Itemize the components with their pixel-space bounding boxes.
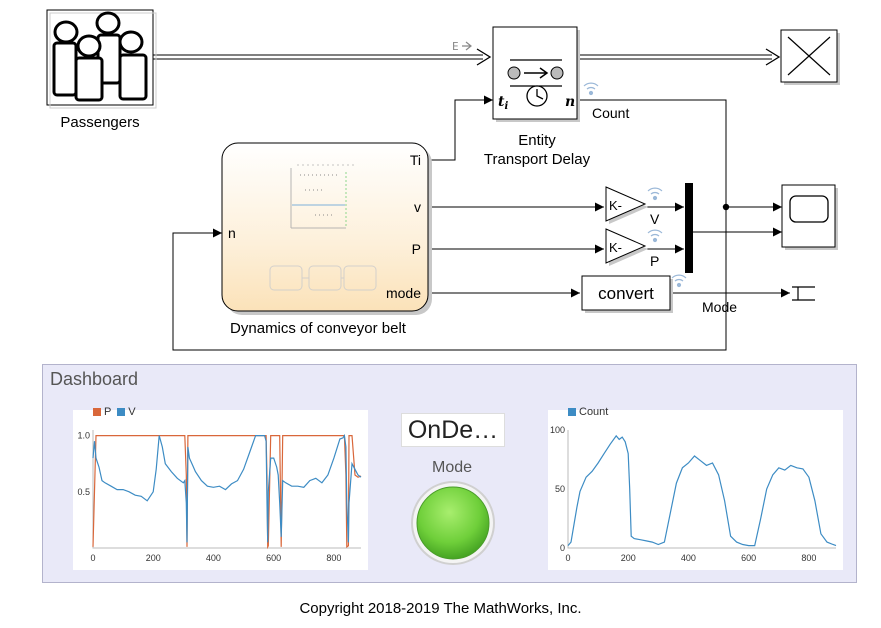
x-tick-label: 200 (146, 553, 161, 563)
chart-axes (567, 430, 836, 549)
chart-axes (92, 430, 361, 549)
conveyor-port-p: P (412, 241, 421, 257)
transport-delay-label-1: Entity (518, 132, 556, 149)
lamp-label: Mode (431, 459, 473, 476)
conveyor-port-v: v (414, 199, 421, 215)
gain-p-block[interactable] (605, 228, 648, 266)
mode-display: OnDe… (401, 413, 505, 447)
transport-delay-label-2: Transport Delay (484, 151, 591, 168)
transport-delay-port-ti: ti (498, 94, 508, 112)
y-tick-label: 0 (560, 543, 565, 553)
legend-label-v: V (128, 406, 136, 418)
gain-p-text: K- (609, 240, 622, 255)
mode-lamp[interactable] (409, 479, 497, 567)
signal-count-feedback[interactable] (172, 99, 727, 351)
gain-p-signal: P (650, 253, 659, 269)
transport-delay-block[interactable] (492, 26, 580, 122)
logging-icon-v (647, 187, 663, 201)
count-signal-label: Count (592, 105, 629, 121)
legend-label-count: Count (579, 406, 609, 418)
chart-count-plot: 0 200 400 600 800 0 50 100 (550, 425, 837, 563)
mode-signal-label: Mode (702, 299, 737, 315)
scope-screen-icon (789, 195, 829, 223)
series-line-v (92, 433, 362, 543)
chart-pv-plot: 0 200 400 600 800 0.5 1.0 (77, 430, 362, 563)
dashboard-scope-count[interactable]: Count 0 200 400 600 800 0 50 100 (548, 406, 843, 570)
signal-ti[interactable] (428, 95, 493, 161)
legend-label-p: P (104, 406, 112, 418)
logging-icon-mode (671, 274, 687, 288)
passengers-block[interactable] (46, 9, 157, 109)
convert-block[interactable] (581, 275, 673, 313)
conveyor-port-n: n (228, 225, 236, 241)
subsystem-preview-icon (269, 164, 377, 291)
convert-text: convert (598, 284, 654, 303)
legend-swatch-p (93, 408, 101, 417)
conveyor-port-ti: Ti (410, 152, 421, 168)
entity-marker: E (452, 40, 459, 53)
series-line-count (567, 434, 837, 547)
dashboard-scope-pv[interactable]: P V 0 200 400 600 800 0.5 1.0 (73, 406, 368, 570)
legend-pv: P V (93, 406, 136, 418)
queue-arrow-icon (524, 67, 549, 79)
x-tick-label: 600 (741, 553, 756, 563)
x-tick-label: 200 (621, 553, 636, 563)
dashboard-title: Dashboard (50, 369, 139, 389)
entity-line-out[interactable] (580, 48, 781, 66)
logging-icon-p (647, 229, 663, 243)
copyright-text: Copyright 2018-2019 The MathWorks, Inc. (299, 600, 582, 617)
legend-swatch-v (117, 408, 126, 417)
gain-v-block[interactable] (605, 186, 648, 224)
signal-terminator-block[interactable] (792, 286, 815, 301)
scope-block[interactable] (781, 184, 838, 250)
x-tick-label: 0 (90, 553, 95, 563)
series-line-p (92, 435, 362, 550)
y-tick-label: 50 (555, 484, 565, 494)
entity-terminator-block[interactable] (780, 29, 840, 85)
y-tick-label: 0.5 (77, 487, 90, 497)
people-icon (52, 11, 148, 102)
x-tick-label: 600 (266, 553, 281, 563)
entity-line-passengers[interactable] (153, 48, 492, 66)
logging-icon-count (583, 82, 599, 96)
x-tick-label: 400 (206, 553, 221, 563)
passengers-label: Passengers (60, 114, 139, 131)
x-tick-label: 800 (801, 553, 816, 563)
legend-swatch-count (568, 408, 576, 417)
transport-delay-port-n: n (565, 94, 575, 110)
x-tick-label: 800 (326, 553, 341, 563)
gain-v-text: K- (609, 198, 622, 213)
x-tick-label: 0 (565, 553, 570, 563)
mux-block[interactable] (685, 183, 693, 273)
conveyor-port-mode: mode (386, 285, 421, 301)
conveyor-label: Dynamics of conveyor belt (230, 320, 407, 337)
gain-v-signal: V (650, 211, 660, 227)
x-tick-label: 400 (681, 553, 696, 563)
legend-count: Count (568, 406, 608, 418)
y-tick-label: 1.0 (77, 431, 90, 441)
conveyor-subsystem-block[interactable] (221, 142, 432, 315)
branch-point (722, 203, 730, 211)
y-tick-label: 100 (550, 425, 565, 435)
entity-marker-arrow-icon (462, 41, 472, 51)
